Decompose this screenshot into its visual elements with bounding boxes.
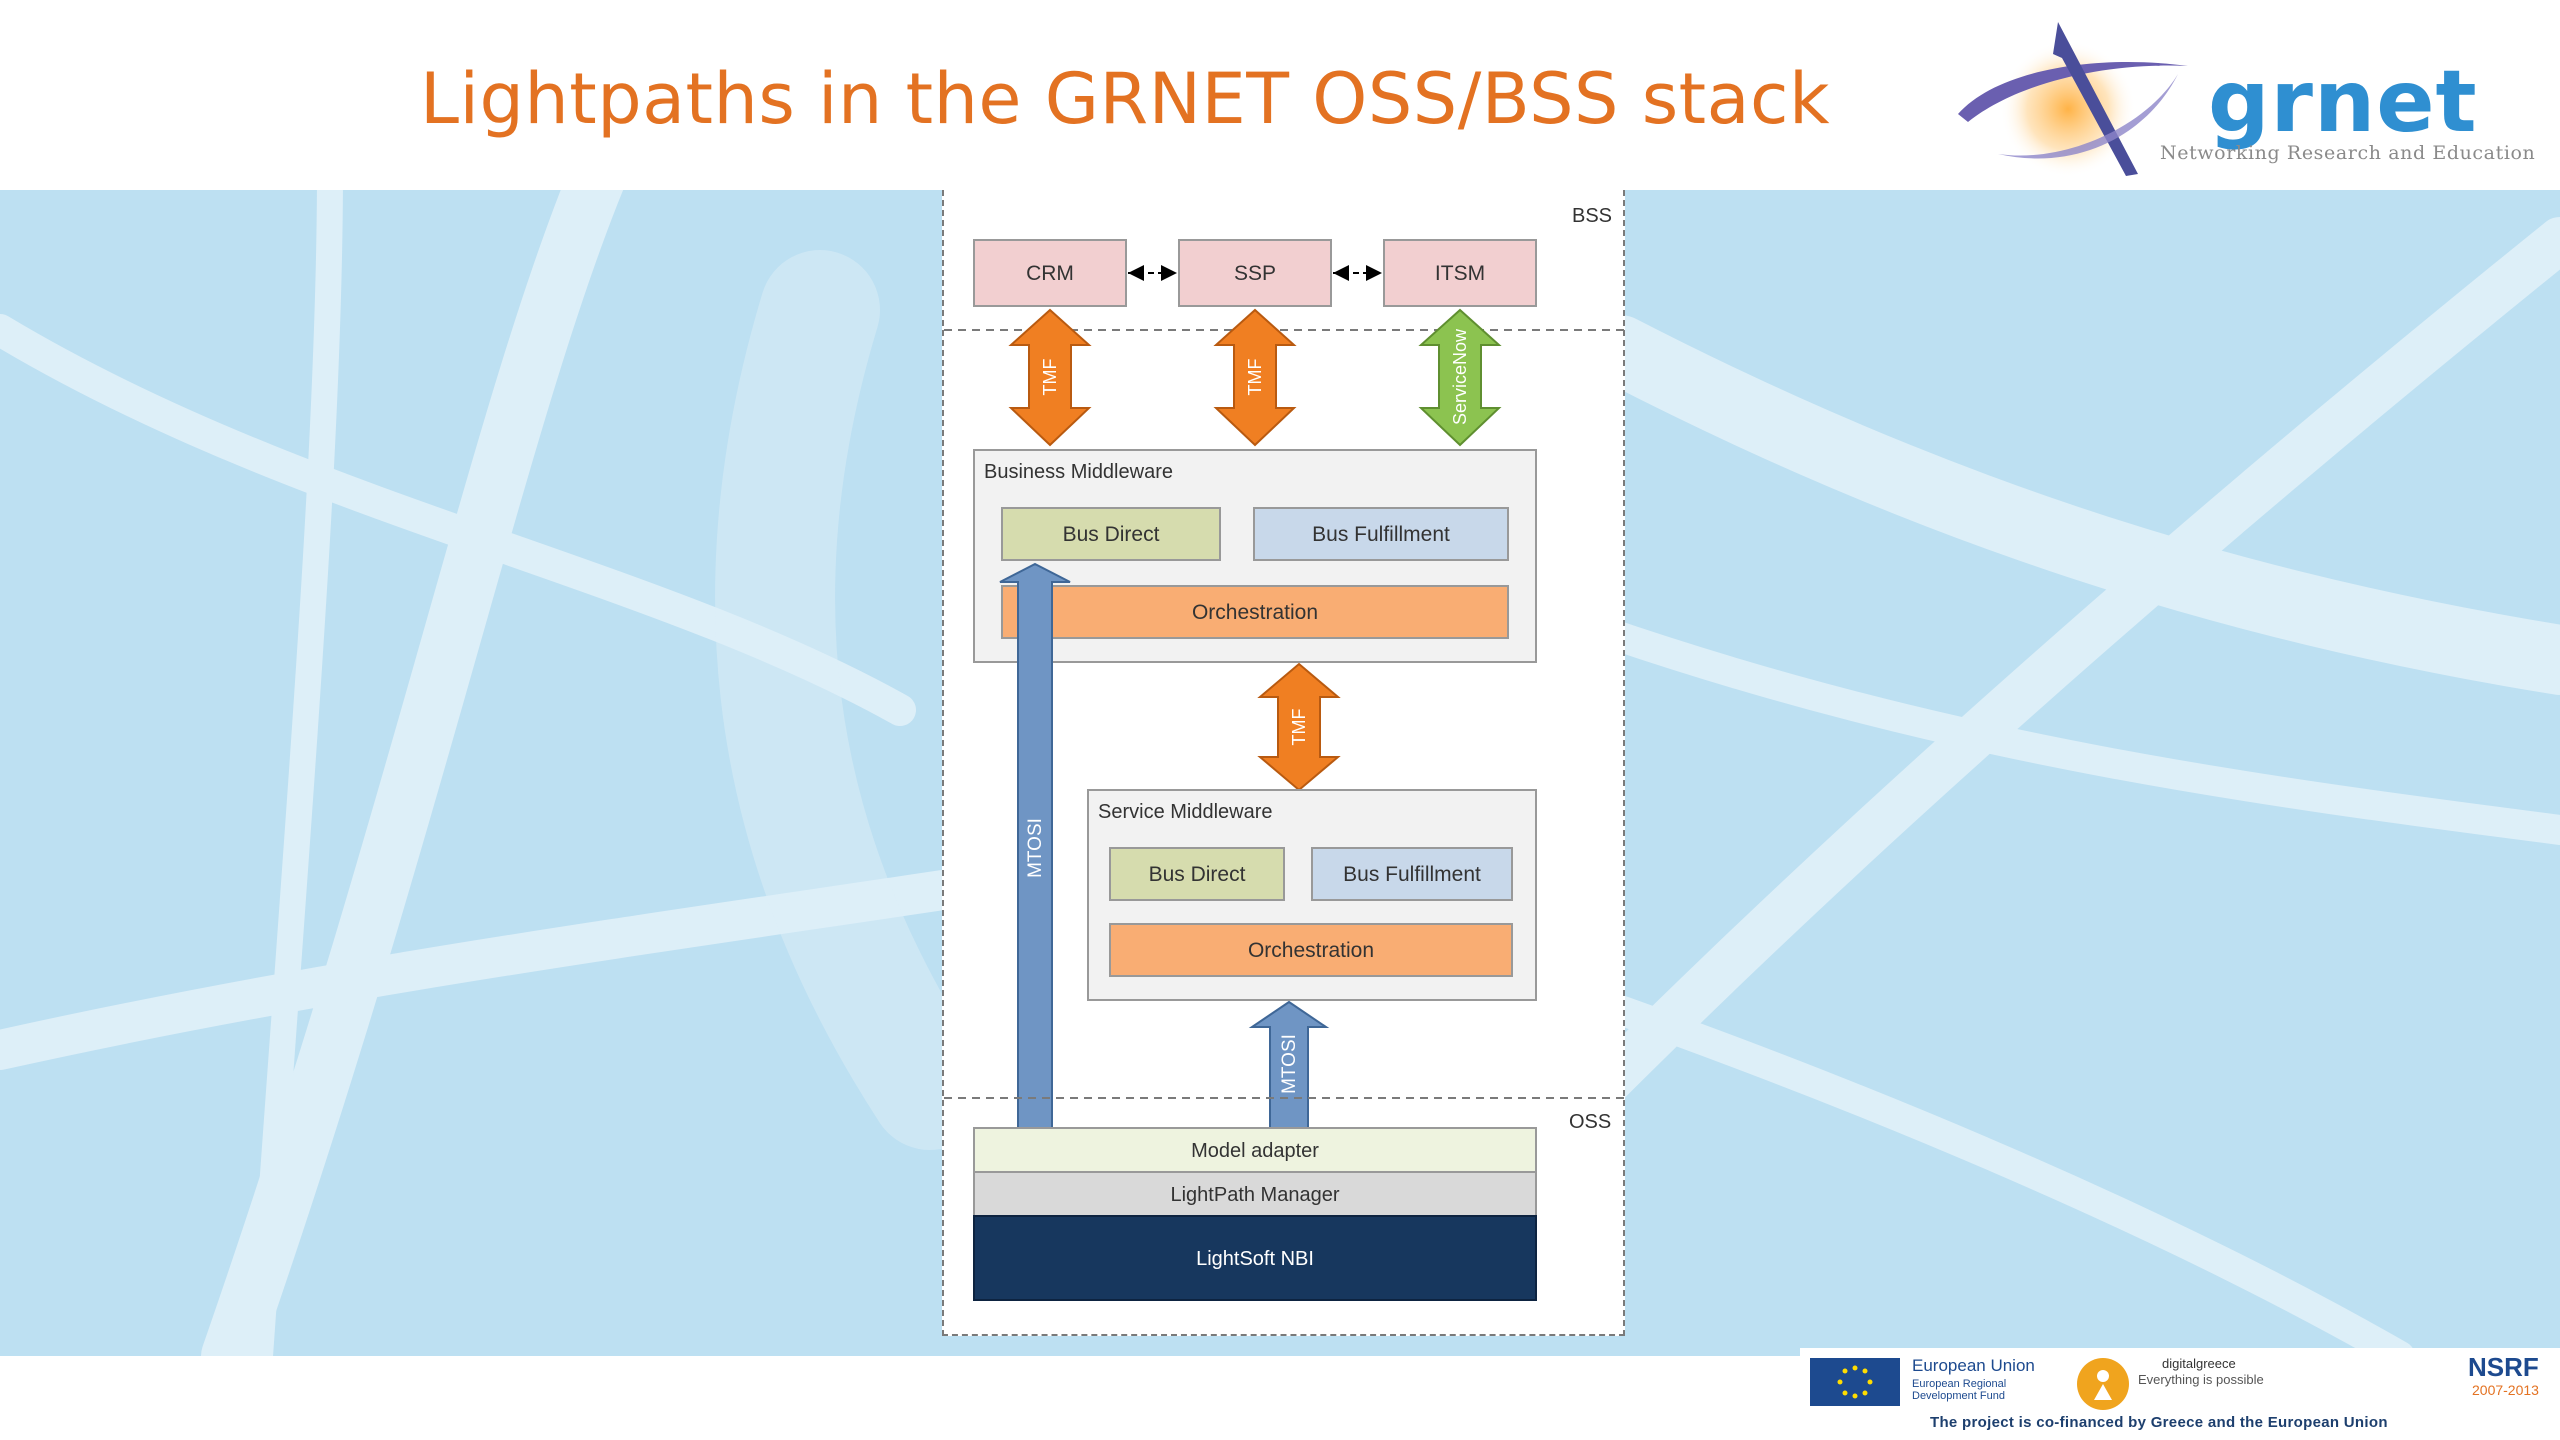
background-band: BSS CRM SSP ITSM TMF TMF: [0, 190, 2560, 1356]
nsrf-years: 2007-2013: [2472, 1382, 2539, 1398]
nsrf-logo: NSRF: [2468, 1352, 2539, 1382]
middleware-tmf-arrow: TMF: [1257, 662, 1341, 792]
crm-tmf-arrow: TMF: [1008, 308, 1092, 447]
grnet-logo: grnet Networking Research and Education: [1958, 14, 2548, 184]
business-bus-fulfillment-label: Bus Fulfillment: [1312, 523, 1450, 546]
diagram-panel: BSS CRM SSP ITSM TMF TMF: [942, 190, 1627, 1336]
bss-label: BSS: [1572, 205, 1612, 227]
business-orchestration-box: Orchestration: [1001, 585, 1509, 639]
ssp-tmf-arrow: TMF: [1213, 308, 1297, 447]
model-adapter-label: Model adapter: [1191, 1140, 1319, 1162]
service-orchestration-box: Orchestration: [1109, 923, 1513, 977]
lightpath-manager-box: LightPath Manager: [973, 1171, 1537, 1217]
long-mtosi-label: MTOSI: [1025, 818, 1046, 878]
model-adapter-box: Model adapter: [973, 1127, 1537, 1173]
lightsoft-nbi-label: LightSoft NBI: [1196, 1248, 1314, 1270]
footer-funding-logos: European Union European Regional Develop…: [1800, 1348, 2560, 1440]
itsm-servicenow-arrow: ServiceNow: [1418, 308, 1502, 447]
ssp-label: SSP: [1234, 262, 1276, 285]
oss-bss-stack-diagram: BSS CRM SSP ITSM TMF TMF: [944, 205, 1627, 1301]
service-bus-direct-label: Bus Direct: [1149, 863, 1246, 886]
ssp-box: SSP: [1178, 239, 1332, 307]
crm-box: CRM: [973, 239, 1127, 307]
service-middleware-title: Service Middleware: [1098, 801, 1273, 823]
business-orchestration-label: Orchestration: [1192, 601, 1318, 624]
grnet-swoosh-icon: [1958, 22, 2188, 177]
business-bus-direct-box: Bus Direct: [1001, 507, 1221, 561]
cofinancing-caption: The project is co-financed by Greece and…: [1930, 1414, 2388, 1431]
middleware-tmf-label: TMF: [1289, 709, 1309, 746]
digital-greece-name: digitalgreece: [2162, 1356, 2236, 1371]
crm-label: CRM: [1026, 262, 1074, 285]
logo-tagline: Networking Research and Education: [2160, 142, 2536, 164]
background-swoosh-decoration: [0, 190, 2560, 1356]
crm-tmf-label: TMF: [1040, 359, 1060, 396]
itsm-label: ITSM: [1435, 262, 1485, 285]
service-bus-fulfillment-label: Bus Fulfillment: [1343, 863, 1481, 886]
lightsoft-nbi-box: LightSoft NBI: [973, 1215, 1537, 1301]
digital-greece-slogan: Everything is possible: [2138, 1372, 2264, 1387]
ssp-tmf-label: TMF: [1245, 359, 1265, 396]
lightpath-manager-label: LightPath Manager: [1170, 1184, 1339, 1206]
itsm-box: ITSM: [1383, 239, 1537, 307]
service-orchestration-label: Orchestration: [1248, 939, 1374, 962]
business-bus-fulfillment-box: Bus Fulfillment: [1253, 507, 1509, 561]
itsm-servicenow-label: ServiceNow: [1450, 328, 1470, 425]
oss-label: OSS: [1569, 1111, 1611, 1133]
eu-flag-icon: [1810, 1358, 1900, 1406]
eu-title: European Union: [1912, 1356, 2035, 1375]
short-mtosi-label: MTOSI: [1279, 1034, 1300, 1094]
slide-title: Lightpaths in the GRNET OSS/BSS stack: [420, 58, 1831, 140]
service-bus-direct-box: Bus Direct: [1109, 847, 1285, 901]
service-bus-fulfillment-box: Bus Fulfillment: [1311, 847, 1513, 901]
digital-greece-emblem-icon: [2077, 1358, 2129, 1410]
business-middleware-title: Business Middleware: [984, 461, 1173, 483]
logo-wordmark: grnet: [2208, 52, 2478, 152]
business-bus-direct-label: Bus Direct: [1063, 523, 1160, 546]
eu-subtitle: European Regional Development Fund: [1912, 1378, 2007, 1402]
